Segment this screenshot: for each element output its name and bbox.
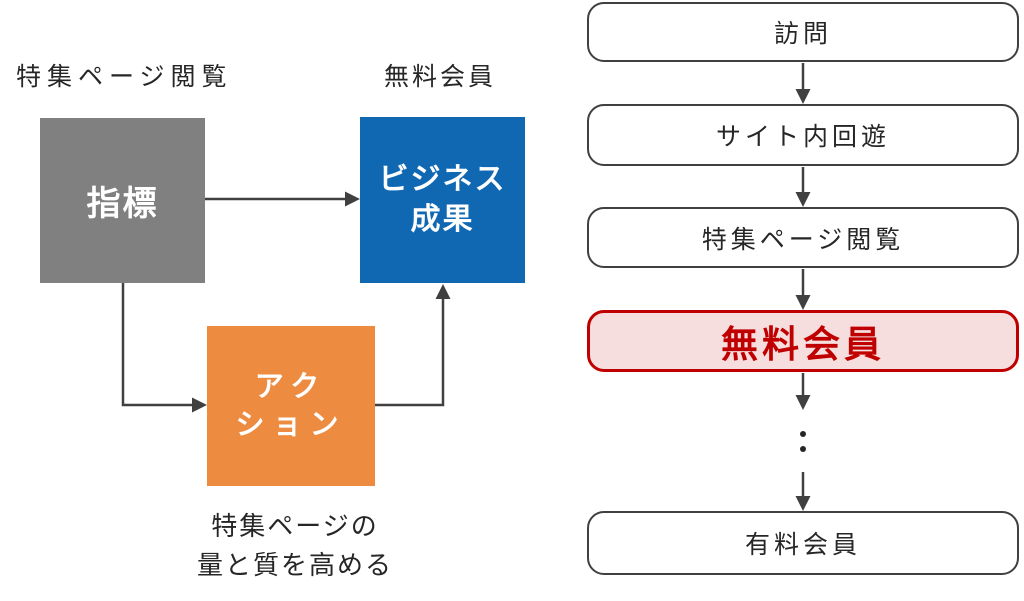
arrow-indicator-to-action (121, 283, 196, 407)
arrowhead-right-2 (192, 397, 207, 413)
funnel-step-paid-member: 有料会員 (587, 511, 1019, 575)
indicator-box: 指標 (40, 118, 205, 283)
metric-source-label: 特集ページ閲覧 (16, 63, 233, 91)
arrowhead-down-4 (795, 395, 811, 410)
funnel-step-free-member-highlighted: 無料会員 (587, 310, 1019, 372)
arrowhead-up-1 (435, 284, 451, 299)
funnel-step-feature-page-view: 特集ページ閲覧 (587, 207, 1019, 268)
arrowhead-down-1 (795, 89, 811, 104)
action-box-label: アク ション (235, 371, 347, 441)
arrowhead-down-3 (795, 295, 811, 310)
business-result-label: 無料会員 (384, 63, 497, 91)
action-box: アク ション (207, 326, 375, 486)
indicator-box-label: 指標 (86, 185, 159, 223)
arrowhead-down-5 (795, 496, 811, 511)
business-result-box: ビジネス 成果 (360, 117, 525, 283)
business-box-label: ビジネス 成果 (378, 163, 507, 236)
arrow-action-to-business (375, 296, 445, 407)
arrowhead-right-1 (345, 191, 360, 207)
action-caption: 特集ページの 量と質を高める (196, 511, 393, 580)
arrowhead-down-2 (795, 192, 811, 207)
vertical-ellipsis-icon (800, 431, 806, 452)
funnel-step-visit: 訪問 (587, 2, 1019, 62)
funnel-step-site-browsing: サイト内回遊 (587, 104, 1019, 166)
